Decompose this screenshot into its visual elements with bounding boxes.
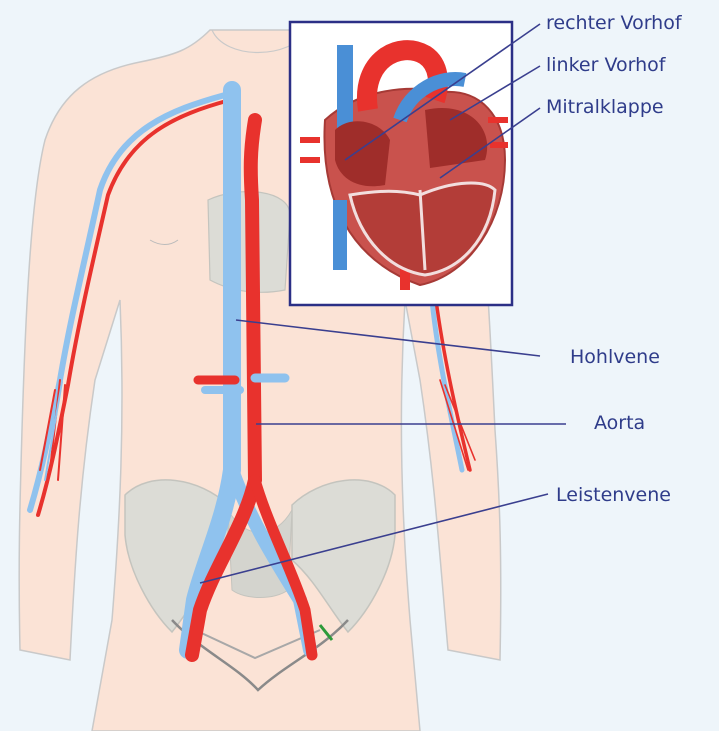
heart-inset	[290, 22, 512, 305]
label-linker-vorhof: linker Vorhof	[546, 54, 665, 76]
label-rechter-vorhof: rechter Vorhof	[546, 12, 682, 34]
label-leistenvene: Leistenvene	[556, 484, 671, 506]
label-hohlvene: Hohlvene	[570, 346, 660, 368]
label-mitralklappe: Mitralklappe	[546, 96, 664, 118]
label-aorta: Aorta	[594, 412, 645, 434]
